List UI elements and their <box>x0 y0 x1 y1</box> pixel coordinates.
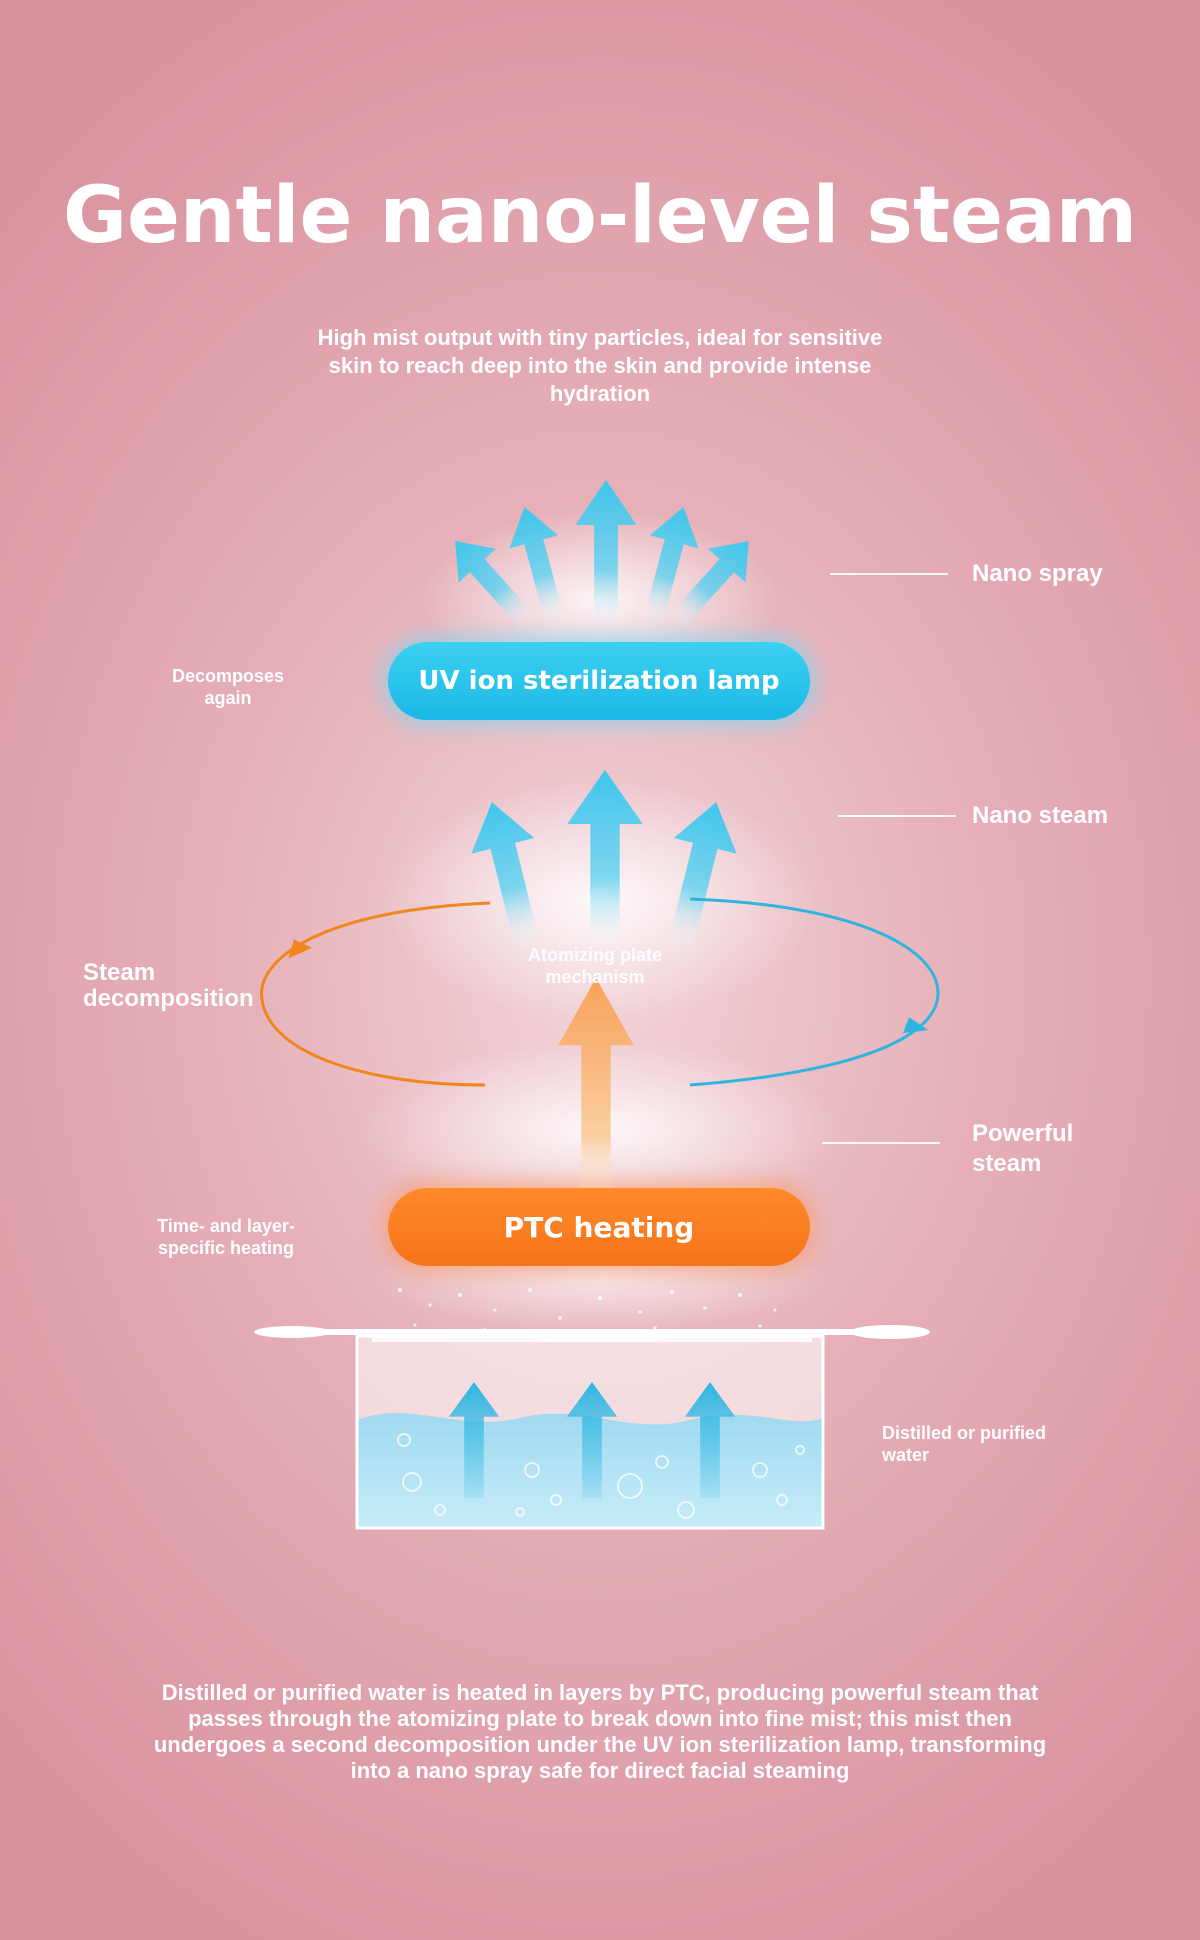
process-description: Distilled or purified water is heated in… <box>153 1680 1047 1783</box>
label-decomposes-again: Decomposes again <box>171 666 285 708</box>
label-powerful-steam: Powerful steam <box>972 1120 1074 1177</box>
cycle-arrow-icon <box>260 897 940 1087</box>
water-container <box>355 1334 825 1530</box>
page-title: Gentle nano-level steam <box>63 171 1137 261</box>
label-nano-spray: Nano spray <box>972 560 1103 587</box>
subtitle: High mist output with tiny particles, id… <box>317 325 883 406</box>
leader-line-nano-steam <box>838 815 956 817</box>
leader-line-powerful-steam <box>822 1142 940 1144</box>
label-time-layer-heating: Time- and layer-specific heating <box>157 1216 295 1258</box>
leader-line-nano-spray <box>830 573 948 575</box>
label-distilled-water: Distilled or purified water <box>882 1423 1047 1465</box>
ptc-heating-pill: PTC heating <box>388 1188 810 1266</box>
ptc-heating-label: PTC heating <box>503 1210 695 1244</box>
uv-lamp-pill: UV ion sterilization lamp <box>388 642 810 720</box>
water-drop-icon <box>397 1433 805 1519</box>
label-atomizing-plate: Atomizing plate mechanism <box>528 945 662 987</box>
label-steam-decomposition: Steam decomposition <box>83 959 254 1012</box>
uv-lamp-label: UV ion sterilization lamp <box>418 666 780 696</box>
label-nano-steam: Nano steam <box>972 802 1109 829</box>
